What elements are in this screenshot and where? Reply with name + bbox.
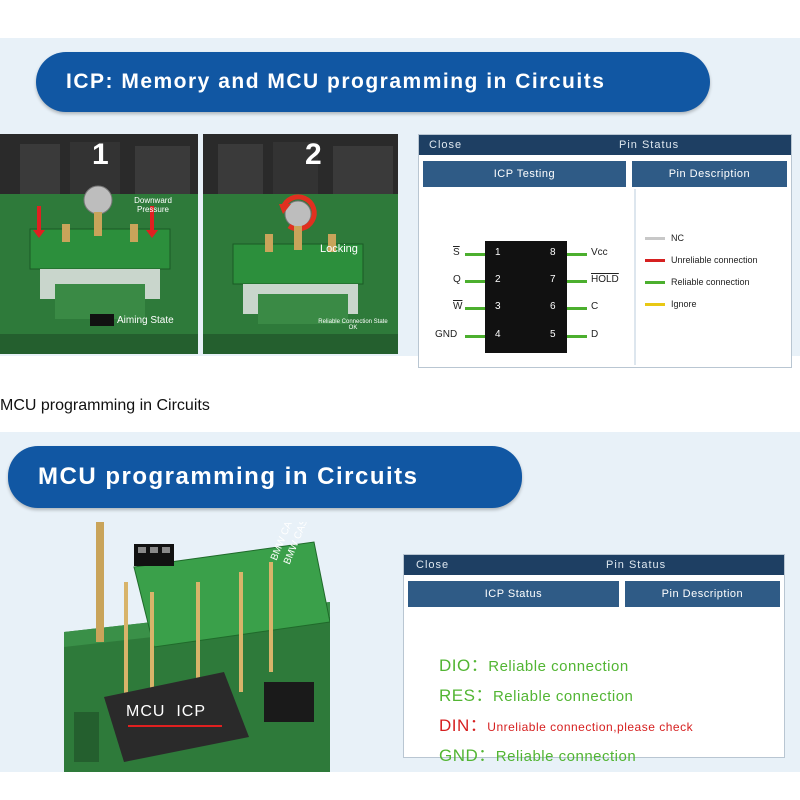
pin-lead bbox=[567, 280, 587, 283]
pin-number: 2 bbox=[495, 274, 501, 285]
photo-step-1: 1 Downward Pressure Aiming State bbox=[0, 134, 198, 354]
pin-name-label: Vcc bbox=[591, 247, 608, 258]
pin-name: GND： bbox=[439, 746, 496, 765]
legend-label: NC bbox=[671, 233, 684, 243]
pin-number: 3 bbox=[495, 301, 501, 312]
pin-status-text: Reliable connection bbox=[495, 748, 637, 765]
section-icp-panel: ICP: Memory and MCU programming in Circu… bbox=[0, 38, 800, 368]
mcu-board-photo: MCU ICP BMW CAS3 BMW CAS3+ bbox=[64, 522, 330, 772]
window-titlebar: Close Pin Status bbox=[419, 135, 791, 155]
pin-lead bbox=[465, 253, 485, 256]
pin-lead bbox=[567, 335, 587, 338]
pin-name-label: Q bbox=[453, 274, 461, 285]
pin-name-label: S bbox=[453, 247, 460, 258]
tab-pin-description[interactable]: Pin Description bbox=[631, 161, 787, 187]
legend-swatch bbox=[645, 302, 665, 306]
pin-status-text: Reliable connection bbox=[488, 658, 629, 675]
window-titlebar: Close Pin Status bbox=[404, 555, 784, 575]
section-title-banner: ICP: Memory and MCU programming in Circu… bbox=[36, 52, 710, 112]
mcu-chip-label: MCU ICP bbox=[126, 703, 206, 720]
locking-label: Locking bbox=[320, 243, 358, 255]
mcu-chip-underline bbox=[128, 725, 222, 727]
tab-bar: ICP Testing Pin Description bbox=[419, 155, 791, 187]
window-title: Pin Status bbox=[606, 559, 667, 571]
pin-name-label: W bbox=[453, 301, 463, 312]
legend-item: Unreliable connection bbox=[645, 255, 758, 265]
chip-diagram bbox=[419, 191, 629, 361]
pin-number: 8 bbox=[550, 247, 556, 258]
pin-status-window: Close Pin Status ICP Testing Pin Descrip… bbox=[418, 134, 792, 368]
pin-status-text: Unreliable connection,please check bbox=[487, 720, 694, 734]
legend-label: Unreliable connection bbox=[671, 255, 758, 265]
pin-name: DIO： bbox=[439, 656, 489, 675]
pin-status-line: DIO：Reliable connection bbox=[439, 651, 629, 676]
legend-item: Ignore bbox=[645, 299, 697, 309]
pin-name-label: D bbox=[591, 329, 599, 340]
pin-name-label: C bbox=[591, 301, 599, 312]
pin-name-label: HOLD bbox=[591, 274, 619, 285]
legend-item: NC bbox=[645, 233, 684, 243]
pin-status-line: DIN：Unreliable connection,please check bbox=[439, 711, 693, 736]
legend-label: Reliable connection bbox=[671, 277, 750, 287]
pin-lead bbox=[567, 307, 587, 310]
tab-pin-description[interactable]: Pin Description bbox=[624, 581, 780, 607]
pin-status-line: RES：Reliable connection bbox=[439, 681, 633, 706]
tab-icp-testing[interactable]: ICP Testing bbox=[423, 161, 626, 187]
pin-lead bbox=[567, 253, 587, 256]
legend-item: Reliable connection bbox=[645, 277, 750, 287]
step-number: 1 bbox=[92, 138, 109, 171]
tab-bar: ICP Status Pin Description bbox=[404, 575, 784, 607]
pin-number: 4 bbox=[495, 329, 501, 340]
pin-number: 6 bbox=[550, 301, 556, 312]
pin-lead bbox=[465, 280, 485, 283]
legend-swatch bbox=[645, 236, 665, 240]
legend-label: Ignore bbox=[671, 299, 697, 309]
window-title: Pin Status bbox=[619, 139, 680, 151]
pin-status-window: Close Pin Status ICP Status Pin Descript… bbox=[403, 554, 785, 765]
pin-name: RES： bbox=[439, 686, 493, 705]
reliable-state-label: Reliable Connection State OK bbox=[318, 319, 388, 331]
pin-status-line: GND：Reliable connection bbox=[439, 741, 636, 766]
photo-step-2: 2 Locking Reliable Connection State OK bbox=[203, 134, 398, 354]
close-button[interactable]: Close bbox=[416, 559, 450, 571]
section-mcu-panel: MCU programming in Circuits MCU ICP BMW … bbox=[0, 432, 800, 772]
chip-body bbox=[485, 241, 567, 353]
pin-number: 5 bbox=[550, 329, 556, 340]
pin-lead bbox=[465, 335, 485, 338]
pin-number: 1 bbox=[495, 247, 501, 258]
pin-name-label: GND bbox=[435, 329, 458, 340]
section-title-banner: MCU programming in Circuits bbox=[8, 446, 522, 508]
aiming-state-label: Aiming State bbox=[117, 315, 174, 326]
pin-lead bbox=[465, 307, 485, 310]
close-button[interactable]: Close bbox=[429, 139, 463, 151]
pin-name: DIN： bbox=[439, 716, 488, 735]
legend-swatch bbox=[645, 280, 665, 284]
tab-icp-status[interactable]: ICP Status bbox=[408, 581, 619, 607]
pin-status-text: Reliable connection bbox=[492, 688, 634, 705]
pin-number: 7 bbox=[550, 274, 556, 285]
step-number: 2 bbox=[305, 138, 322, 171]
divider bbox=[634, 189, 636, 365]
pressure-label: Downward Pressure bbox=[134, 196, 172, 214]
legend-swatch bbox=[645, 258, 665, 262]
section-caption: MCU programming in Circuits bbox=[0, 397, 210, 414]
